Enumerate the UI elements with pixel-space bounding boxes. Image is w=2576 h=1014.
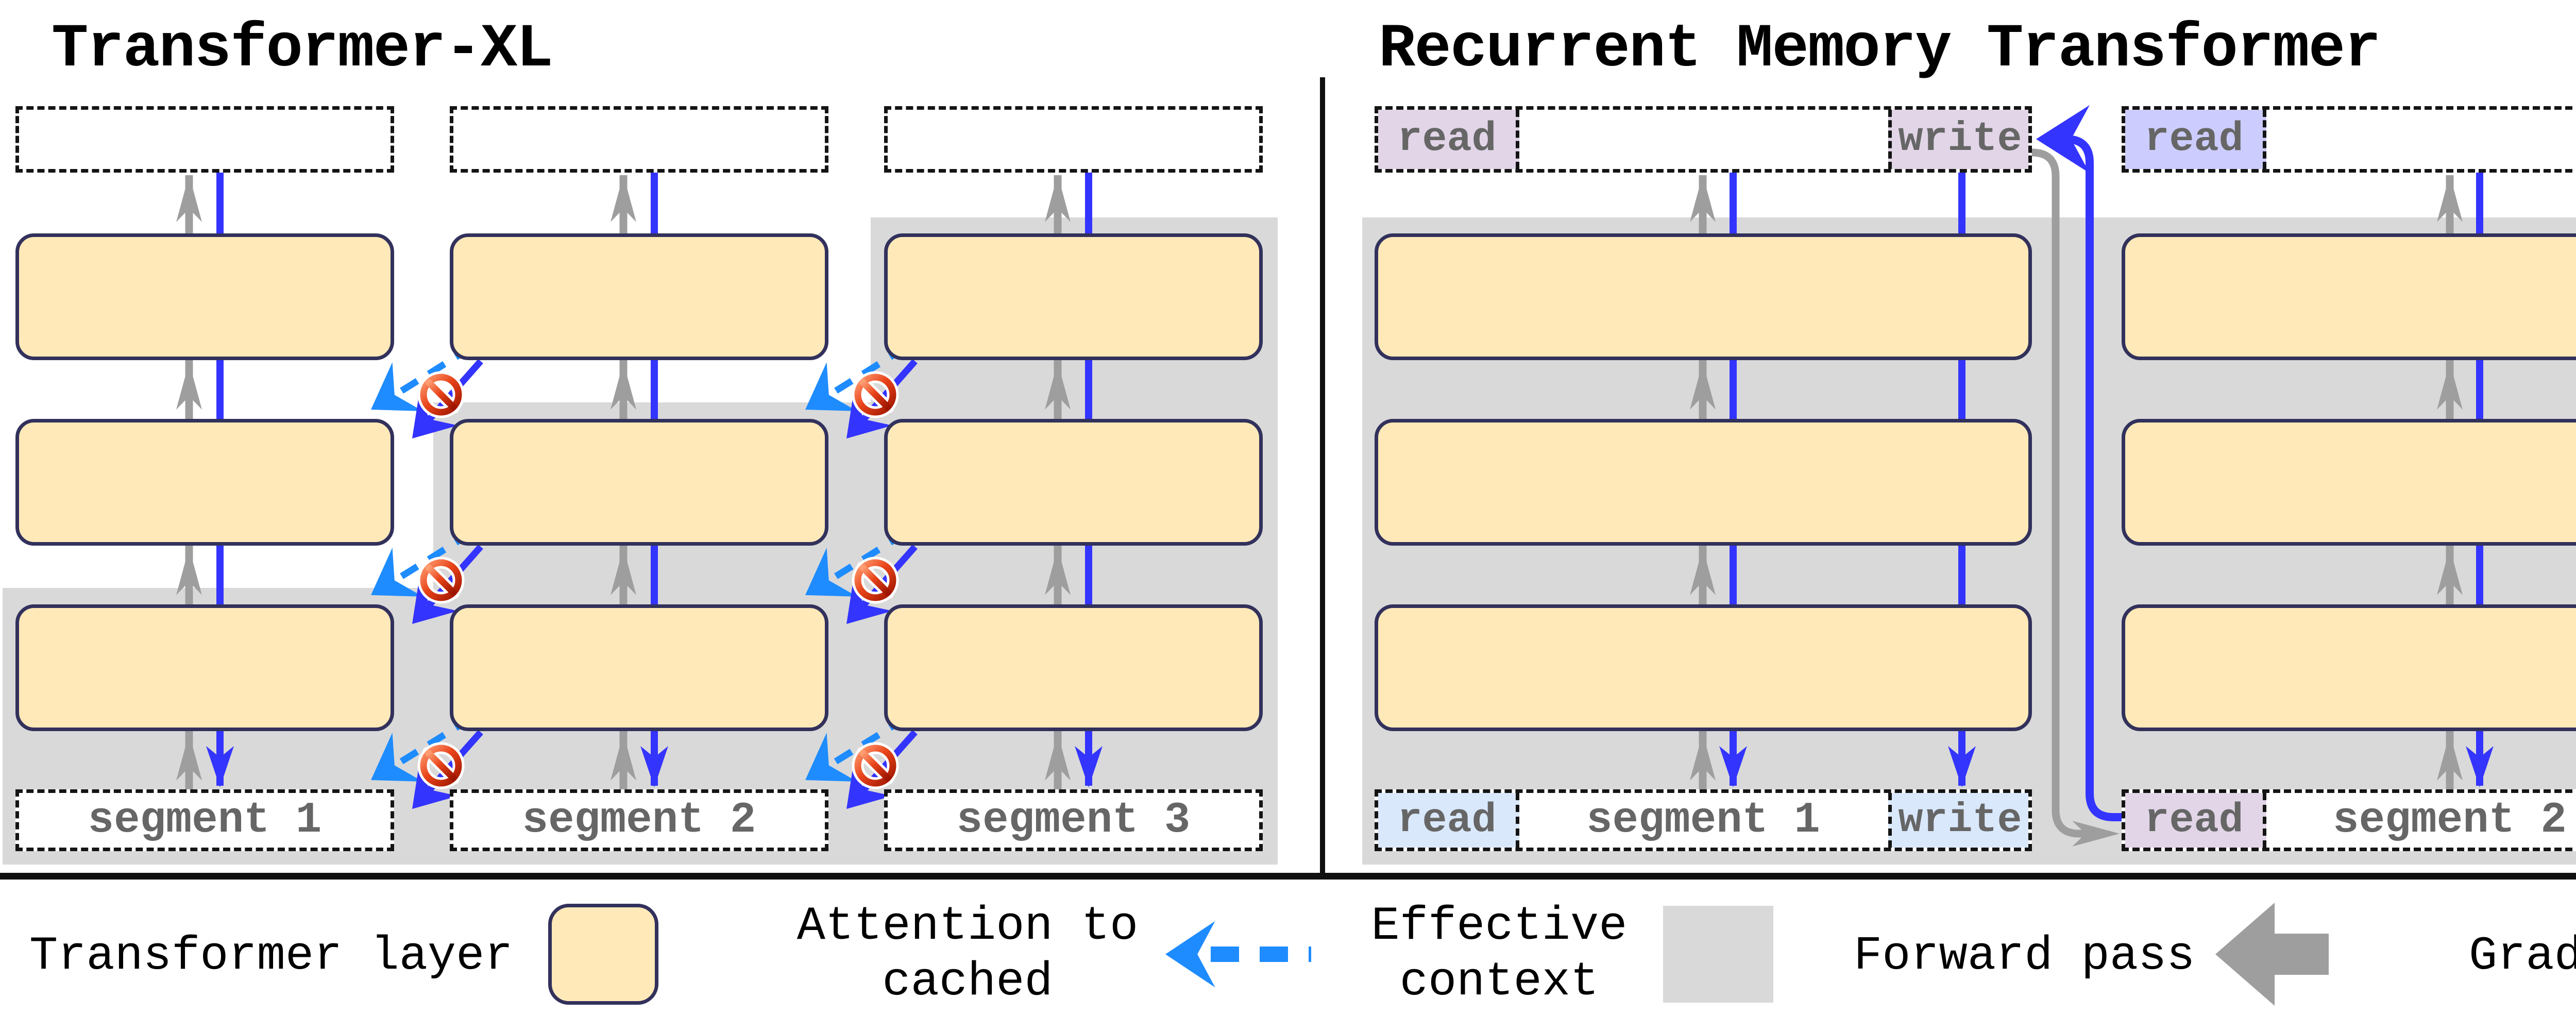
txl-segment-box-2: segment 2 (450, 789, 828, 851)
txl-layer (884, 233, 1263, 360)
read-label: read (1397, 797, 1497, 844)
txl-layer (450, 233, 828, 360)
memory-read-cell: read (2125, 793, 2266, 848)
txl-layer (450, 419, 828, 546)
legend-forward-pass-arrow (2215, 903, 2329, 1006)
left-panel-title: Transformer-XL (52, 14, 553, 84)
txl-layer (884, 419, 1263, 546)
rmt-layer (2122, 604, 2576, 731)
memory-read-cell: read (2125, 110, 2266, 169)
legend-attention-label: Attention to cached states (796, 899, 1139, 1014)
write-label: write (1898, 797, 2022, 844)
right-panel-title: Recurrent Memory Transformer (1379, 14, 2381, 84)
legend-attention-arrow (1165, 921, 1311, 988)
panel-divider-vertical (1320, 77, 1325, 875)
segment-label: segment 1 (1586, 796, 1820, 845)
segment-label: segment 2 (522, 796, 756, 845)
stop-gradient-icon (858, 563, 893, 598)
stop-gradient-icon (858, 377, 893, 412)
memory-write-cell: write (1888, 793, 2028, 848)
legend-gradients-label: Gradients (2469, 929, 2576, 983)
rmt-top-memory-box-1: read write (1375, 106, 2032, 173)
txl-layer (884, 604, 1263, 731)
segment-label: segment 3 (956, 796, 1191, 845)
txl-segment-box-3: segment 3 (884, 789, 1263, 851)
read-label: read (1397, 116, 1497, 163)
segment-label: segment 1 (88, 796, 322, 845)
segment-label: segment 2 (2333, 796, 2567, 845)
legend-forward-pass-label: Forward pass (1854, 929, 2195, 983)
txl-layer (450, 604, 828, 731)
stop-gradient-icon (858, 748, 893, 783)
txl-layer (15, 233, 394, 360)
rmt-segment-box-2: read segment 2 write (2122, 789, 2576, 851)
effective-context-swatch (1663, 906, 1773, 1003)
txl-output-box-1 (15, 106, 394, 173)
legend-transformer-layer-label: Transformer layer (29, 929, 513, 983)
txl-output-box-2 (450, 106, 828, 173)
rmt-segment-box-1: read segment 1 write (1375, 789, 2032, 851)
rmt-memory-forward-path-1 (2031, 148, 2103, 838)
stop-gradient-icon (423, 748, 459, 783)
memory-read-cell: read (1378, 793, 1519, 848)
read-label: read (2144, 797, 2244, 844)
rmt-layer (2122, 419, 2576, 546)
rmt-layer (1375, 604, 2032, 731)
legend-effective-context-label: Effective context (1371, 899, 1628, 1009)
rmt-layer (2122, 233, 2576, 360)
legend-divider-horizontal (0, 873, 2576, 880)
rmt-layer (1375, 419, 2032, 546)
transformer-layer-swatch (548, 904, 658, 1005)
txl-layer (15, 419, 394, 546)
stop-gradient-icon (423, 377, 459, 412)
rmt-layer (1375, 233, 2032, 360)
rmt-memory-gradient-path-1 (2055, 135, 2136, 821)
txl-segment-box-1: segment 1 (15, 789, 394, 851)
stop-gradient-icon (423, 563, 459, 598)
memory-read-cell: read (1378, 110, 1519, 169)
rmt-top-memory-box-2: read write (2122, 106, 2576, 173)
txl-output-box-3 (884, 106, 1263, 173)
read-label: read (2144, 116, 2244, 163)
write-label: write (1898, 116, 2022, 163)
txl-attention-dashed-lines (379, 327, 935, 777)
memory-write-cell: write (1888, 110, 2028, 169)
txl-layer (15, 604, 394, 731)
